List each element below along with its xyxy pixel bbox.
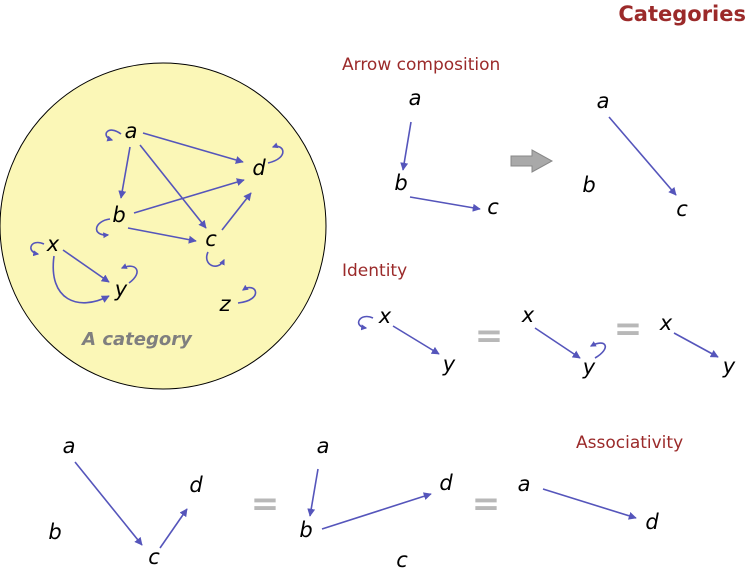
id1-x: x [378, 304, 392, 328]
identity-loop-b [95, 218, 111, 239]
composition-title: Arrow composition [342, 55, 500, 75]
as3-a: a [518, 472, 531, 496]
arrow-a-b [118, 146, 131, 199]
arrow-a-c [139, 144, 207, 229]
comp-arrow-b-c [409, 196, 481, 212]
category-label: A category [80, 329, 193, 350]
as2-a: a [317, 434, 330, 458]
associativity-title: Associativity [576, 433, 683, 453]
arrow-b-c [127, 227, 197, 244]
id2-arrow-x-y [534, 327, 581, 359]
comp-left-b: b [394, 171, 407, 195]
id3-arrow-x-y [673, 332, 719, 358]
id1-arrow-x-y [392, 325, 440, 355]
identity-loop-y [120, 263, 138, 284]
category-blob: a b c d x y z A category [0, 62, 327, 390]
associativity-section: Associativity a b c d = a b c d = a d [48, 433, 683, 572]
object-x: x [46, 232, 60, 256]
id2-x: x [521, 303, 535, 327]
comp-left-c: c [487, 195, 499, 219]
comp-right-b: b [582, 173, 595, 197]
id3-x: x [659, 311, 673, 335]
identity-loop-a [105, 129, 122, 142]
arrow-x-y-curved [52, 255, 110, 304]
identity-loop-x [30, 241, 45, 257]
as2-c: c [396, 548, 408, 572]
equals-sign-3: = [251, 484, 280, 524]
object-b: b [112, 203, 125, 227]
as1-arrow-c-d [159, 508, 188, 549]
comp-right-c: c [676, 197, 688, 221]
identity-title: Identity [342, 261, 407, 281]
as1-d: d [189, 473, 203, 497]
equals-sign-2: = [614, 309, 643, 349]
identity-loop-c [205, 251, 225, 267]
object-y: y [114, 277, 128, 301]
equals-sign-4: = [472, 484, 501, 524]
as1-a: a [63, 434, 76, 458]
id2-y: y [582, 355, 596, 379]
comp-arrow-a-c [608, 116, 677, 196]
identity-section: Identity x y = x y = x y [342, 261, 736, 379]
comp-arrow-a-b [400, 121, 412, 171]
id3-y: y [722, 354, 736, 378]
arrow-a-d [142, 132, 244, 164]
as1-b: b [48, 520, 61, 544]
as1-arrow-a-c [74, 461, 143, 546]
arrow-b-d [133, 178, 245, 214]
as3-d: d [645, 510, 659, 534]
identity-loop-z [237, 284, 257, 304]
id1-identity-loop-x [357, 315, 374, 331]
category-circle [0, 62, 327, 390]
as2-arrow-b-d [321, 492, 432, 530]
as2-arrow-a-b [307, 468, 319, 517]
composition-arrow-icon [510, 149, 554, 173]
object-a: a [125, 119, 138, 143]
id1-y: y [442, 352, 456, 376]
arrow-c-d [221, 192, 252, 231]
composition-section: Arrow composition a b c a b c [342, 55, 688, 221]
comp-right-a: a [597, 89, 610, 113]
id2-identity-loop-y [589, 341, 606, 359]
as2-d: d [439, 471, 453, 495]
page-title: Categories [618, 2, 746, 26]
object-d: d [252, 156, 266, 180]
object-z: z [218, 292, 231, 316]
identity-loop-d [267, 142, 284, 164]
as2-b: b [299, 518, 312, 542]
object-c: c [205, 227, 217, 251]
as3-arrow-a-d [542, 488, 637, 520]
equals-sign-1: = [475, 316, 504, 356]
comp-left-a: a [409, 86, 422, 110]
as1-c: c [148, 545, 160, 569]
arrow-x-y [62, 249, 110, 283]
